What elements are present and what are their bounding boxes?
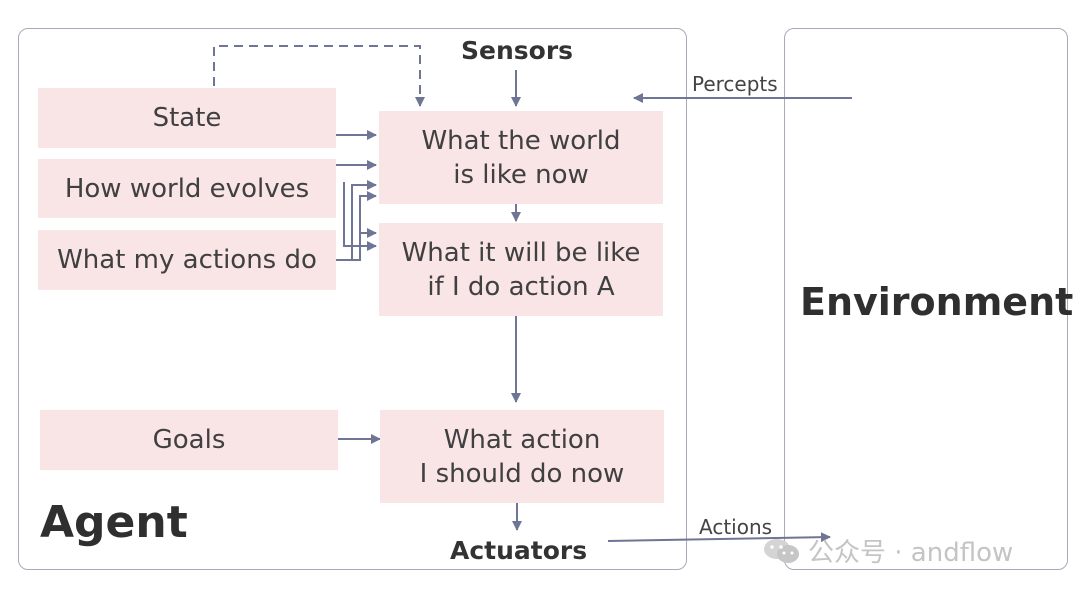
wechat-icon [762,536,802,566]
how-world-evolves-label: How world evolves [64,173,310,204]
what-my-actions-do-box: What my actions do [38,230,336,290]
state-label: State [152,103,222,133]
actuators-label: Actuators [450,536,588,565]
action-now-line2: I should do now [419,458,625,489]
world-now-line2: is like now [453,159,589,190]
state-box: State [38,88,336,148]
actions-label: Actions [699,515,773,539]
goals-label: Goals [152,425,226,455]
if-action-line2: if I do action A [427,271,615,302]
what-my-actions-do-label: What my actions do [57,245,317,275]
if-action-line1: What it will be like [401,237,641,268]
environment-frame [784,28,1068,570]
agent-frame [18,28,687,570]
how-world-evolves-box: How world evolves [38,159,336,218]
world-now-line1: What the world [421,125,621,156]
watermark: 公众号 · andflow [762,532,1013,569]
watermark-text: 公众号 · andflow [808,538,1014,568]
agent-title: Agent [40,497,188,548]
actions-do-arrow-3 [336,228,377,261]
actions-do-arrow-2 [336,191,377,261]
environment-title: Environment [800,280,1074,324]
percepts-label: Percepts [692,72,778,96]
goals-box: Goals [40,410,338,470]
if-action-box: What it will be like if I do action A [379,223,663,316]
state-feedback-arrow [213,45,425,107]
action-now-box: What action I should do now [380,410,664,503]
evolves-arrow-2 [343,182,377,251]
action-now-line1: What action [443,424,601,455]
sensors-label: Sensors [461,36,574,65]
world-now-box: What the world is like now [379,111,663,204]
actions-out-arrow [607,532,831,543]
